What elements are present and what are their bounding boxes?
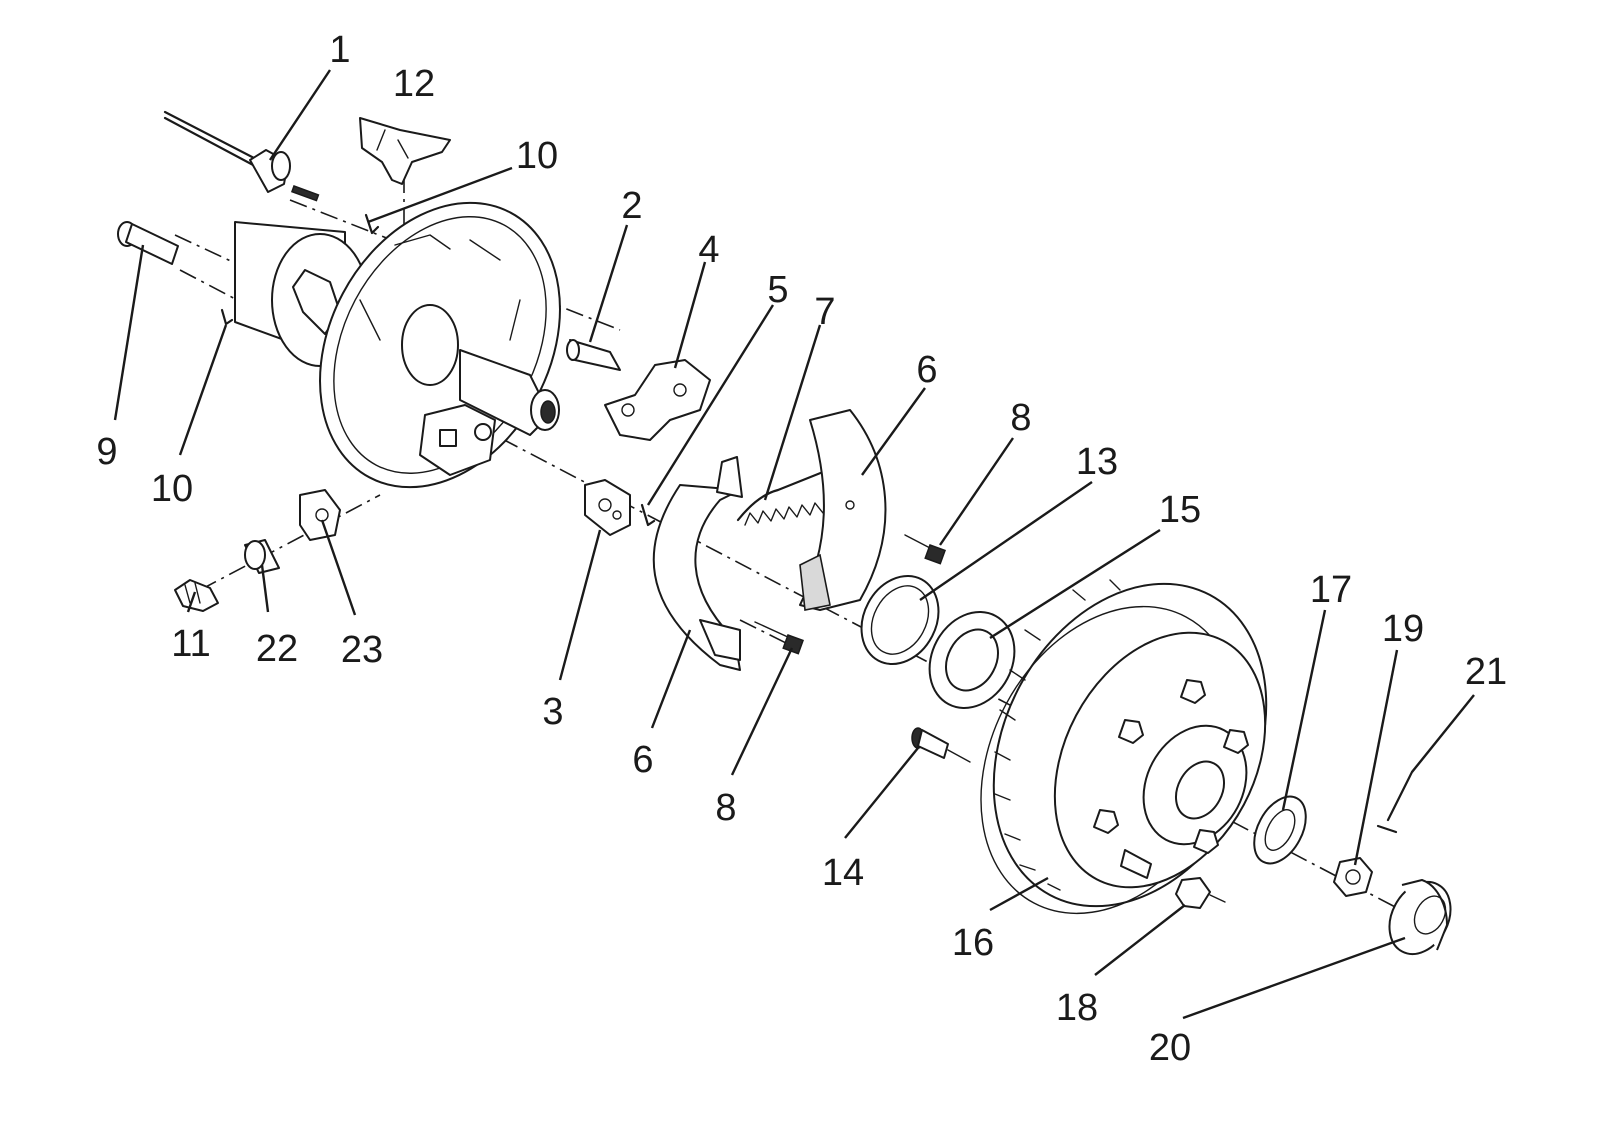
part-4-lever	[604, 359, 711, 441]
part-20-dust-cap	[1388, 879, 1452, 956]
callout-13: 13	[1076, 441, 1118, 483]
callout-8-lower: 8	[715, 787, 736, 829]
callout-15: 15	[1159, 489, 1201, 531]
callout-22: 22	[256, 628, 298, 670]
callout-9: 9	[96, 431, 117, 473]
callout-10-lower: 10	[151, 468, 193, 510]
part-16-brake-drum	[980, 579, 1268, 915]
part-14-wheel-stud	[911, 727, 971, 763]
part-12-cable-bracket	[359, 117, 451, 185]
callout-6-lower: 6	[632, 739, 653, 781]
callout-labels: 1 12 10 2 4 5 7 6 8 13 15 9 10 11 22 23 …	[96, 29, 1507, 1069]
part-11-adjuster-nut	[174, 579, 219, 612]
callout-11: 11	[171, 623, 210, 665]
part-18-lug-nut	[1175, 877, 1226, 909]
part-14-wheel-stud-2	[1120, 849, 1152, 879]
lower-axis	[199, 494, 381, 591]
callout-10-upper: 10	[516, 135, 558, 177]
part-5-hold-pin	[640, 503, 656, 527]
part-8-hold-down-spring-lower	[754, 621, 804, 655]
part-13-grease-seal	[860, 575, 940, 665]
part-23-bracket	[299, 489, 341, 541]
callout-18: 18	[1056, 987, 1098, 1029]
callout-21: 21	[1465, 651, 1507, 693]
callout-14: 14	[822, 852, 864, 894]
callout-3: 3	[542, 691, 563, 733]
part-10-retaining-clip-lower	[220, 308, 234, 326]
callout-20: 20	[1149, 1027, 1191, 1069]
part-1-brake-cable	[163, 110, 320, 202]
callout-1: 1	[329, 29, 350, 71]
part-19-castle-nut	[1333, 857, 1373, 897]
part-17-outer-bearing	[1253, 795, 1307, 865]
callout-4: 4	[698, 229, 719, 271]
callout-7: 7	[814, 291, 835, 333]
callout-12: 12	[393, 63, 435, 105]
part-6-brake-shoe-front	[652, 456, 743, 671]
shoe-axis	[739, 619, 801, 651]
part-22-bushing	[244, 539, 280, 574]
callout-6-upper: 6	[916, 349, 937, 391]
part-3-adjuster-plate	[584, 479, 631, 536]
part-21-cotter-pin	[1376, 770, 1414, 834]
part-9-pivot-pin	[117, 221, 179, 265]
part-8-hold-down-spring-upper	[904, 534, 946, 565]
callout-17: 17	[1310, 569, 1352, 611]
callout-23: 23	[341, 629, 383, 671]
callout-2: 2	[621, 185, 642, 227]
part-6-brake-shoe-rear	[799, 409, 887, 611]
axle-and-backing-plate	[234, 201, 561, 489]
callout-16: 16	[952, 922, 994, 964]
callout-19: 19	[1382, 608, 1424, 650]
callout-8-upper: 8	[1010, 397, 1031, 439]
part-2-adjuster	[566, 339, 621, 371]
callout-5: 5	[767, 269, 788, 311]
leader-lines	[113, 69, 1475, 1020]
